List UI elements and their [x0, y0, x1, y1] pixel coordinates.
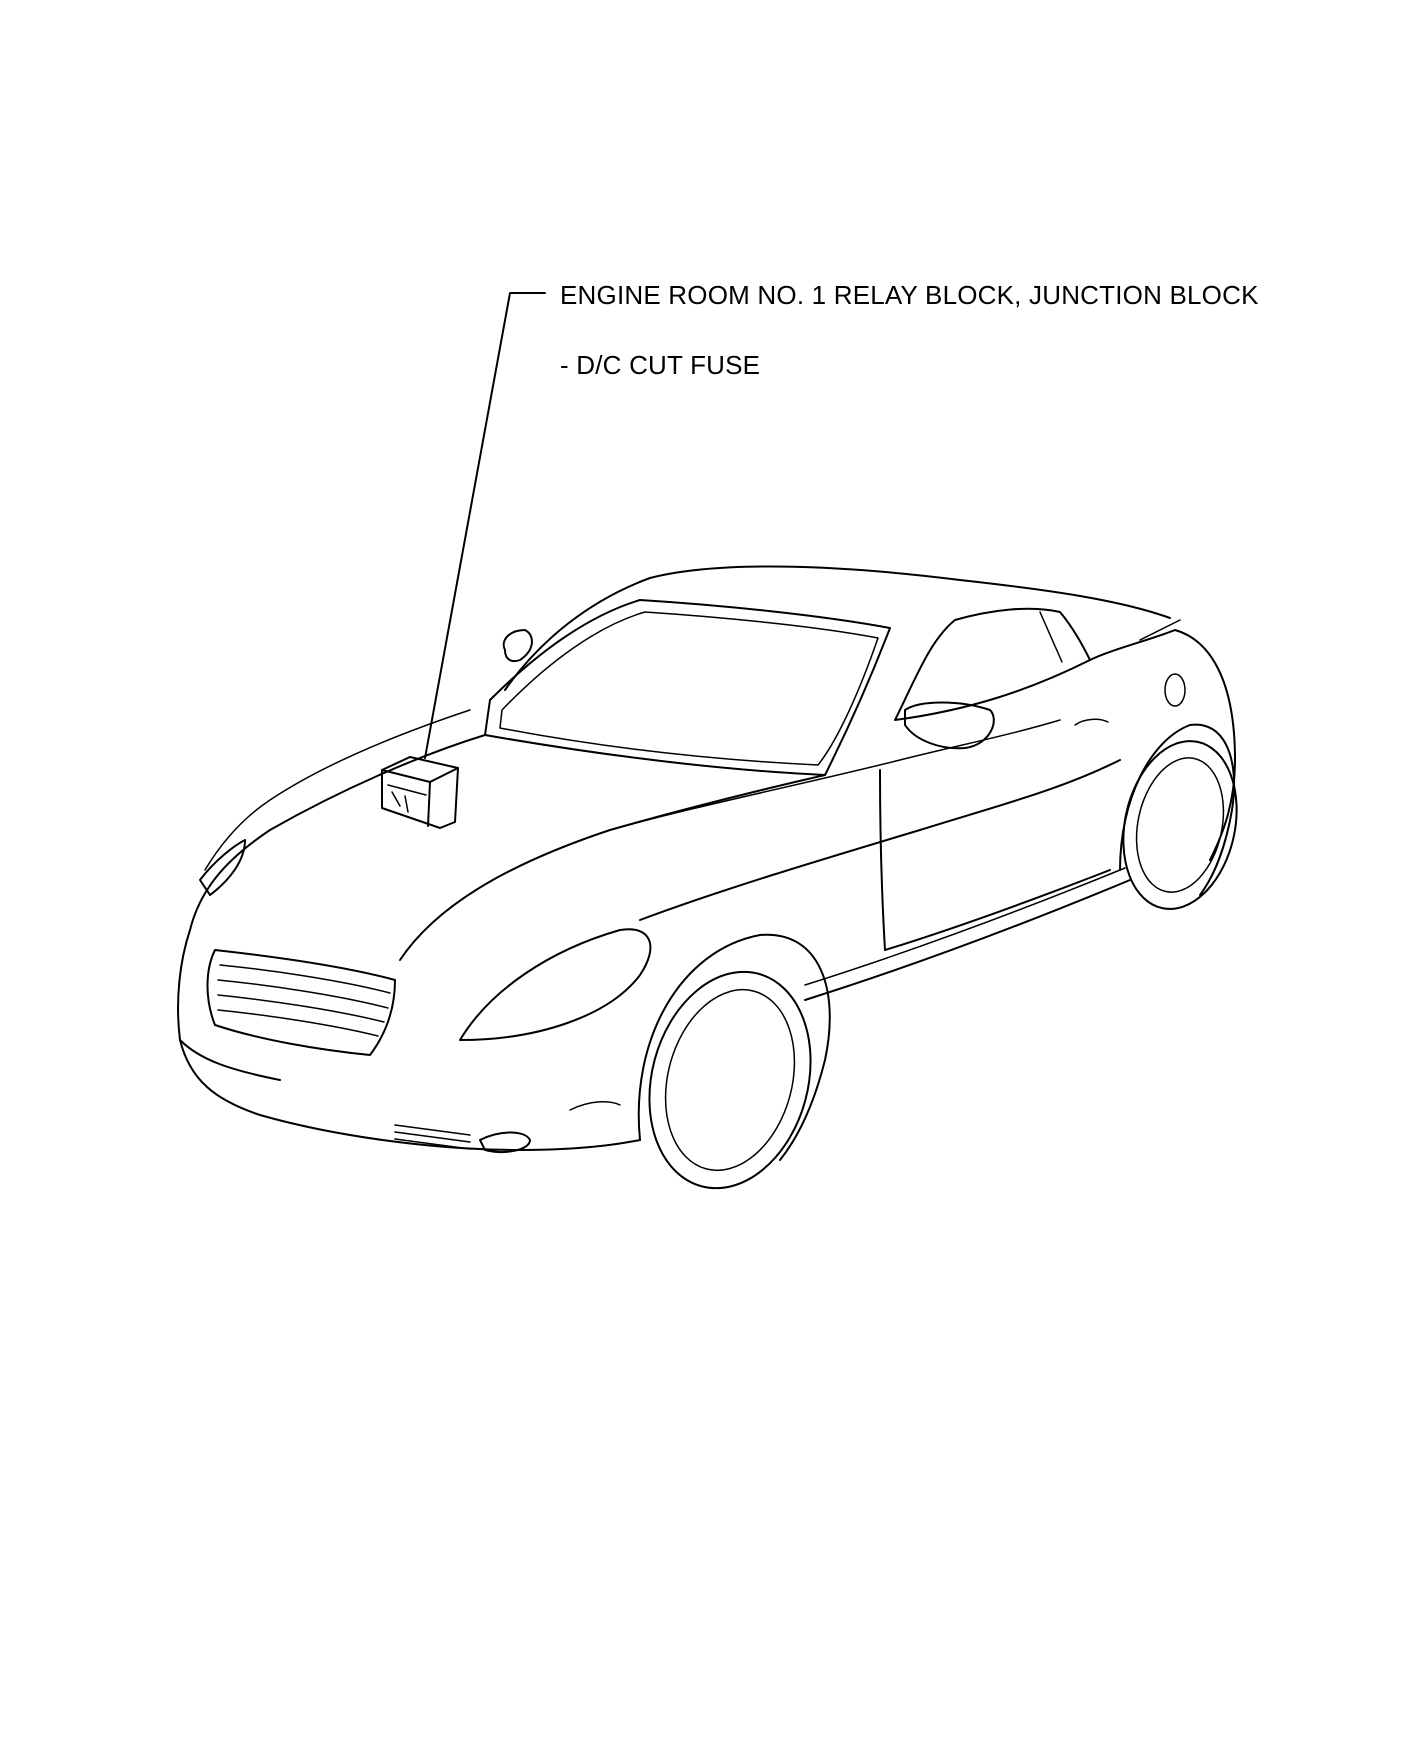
- car-body: [177, 565, 1238, 1190]
- callout-leader-line: [424, 292, 546, 759]
- component-label: ENGINE ROOM NO. 1 RELAY BLOCK, JUNCTION …: [560, 280, 1259, 310]
- relay-block-icon: [381, 756, 459, 829]
- part-label: - D/C CUT FUSE: [560, 350, 761, 380]
